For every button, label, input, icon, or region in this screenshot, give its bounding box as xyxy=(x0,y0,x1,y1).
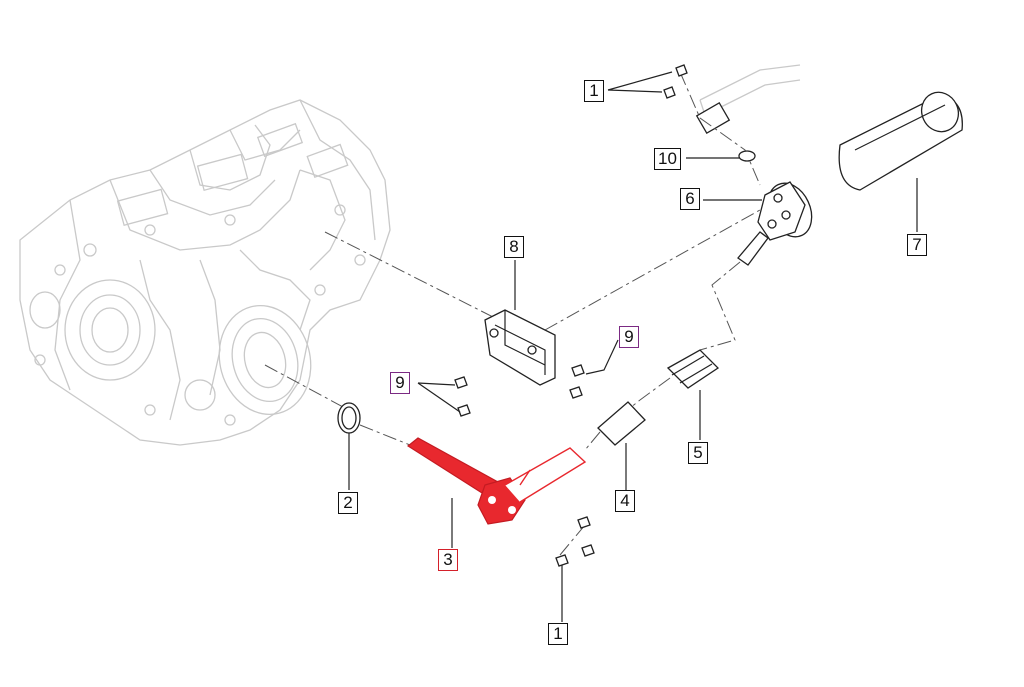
upper-hose-line xyxy=(695,64,801,135)
callout-7: 7 xyxy=(907,234,927,256)
callout-4: 4 xyxy=(615,490,635,512)
callout-6: 6 xyxy=(680,188,700,210)
callout-1-top: 1 xyxy=(584,80,604,102)
callout-2: 2 xyxy=(338,492,358,514)
callout-8: 8 xyxy=(504,236,524,258)
bolts-bracket xyxy=(454,364,585,417)
hose-section xyxy=(597,401,646,446)
bracket xyxy=(484,309,556,386)
callout-5: 5 xyxy=(688,442,708,464)
filter-element xyxy=(838,91,963,191)
callout-1-bottom: 1 xyxy=(548,623,568,645)
filter-head xyxy=(737,181,813,266)
transmission-housing xyxy=(19,99,391,446)
callout-9-right: 9 xyxy=(619,326,639,348)
bolts-top xyxy=(663,64,688,99)
callout-9-left: 9 xyxy=(390,372,410,394)
bolts-bottom xyxy=(555,516,595,567)
leader-lines xyxy=(348,71,918,622)
callout-3: 3 xyxy=(438,549,458,571)
o-ring-small xyxy=(738,150,756,162)
callout-10: 10 xyxy=(654,148,681,170)
suction-pipe-highlighted xyxy=(406,437,587,525)
hose-clamp xyxy=(666,349,720,389)
o-ring-large xyxy=(337,402,361,434)
